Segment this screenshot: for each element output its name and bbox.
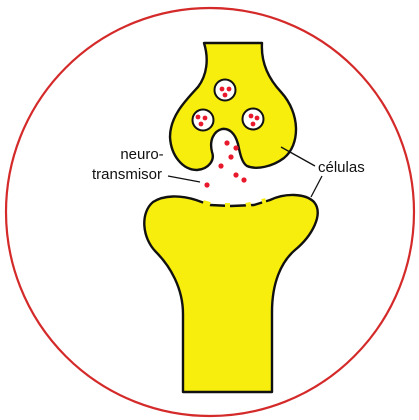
vesicle xyxy=(193,110,214,131)
vesicle xyxy=(243,109,264,130)
vesicle xyxy=(215,80,236,101)
cells-label: células xyxy=(318,159,365,176)
presynaptic-terminal xyxy=(170,43,296,170)
neurotransmitter-label-line1: neuro- xyxy=(120,146,163,163)
cells-leader-line-lower xyxy=(311,176,322,197)
postsynaptic-cell xyxy=(144,195,317,392)
neuro-leader-line xyxy=(168,176,200,182)
neurotransmitter-label-line2: transmisor xyxy=(92,166,162,183)
